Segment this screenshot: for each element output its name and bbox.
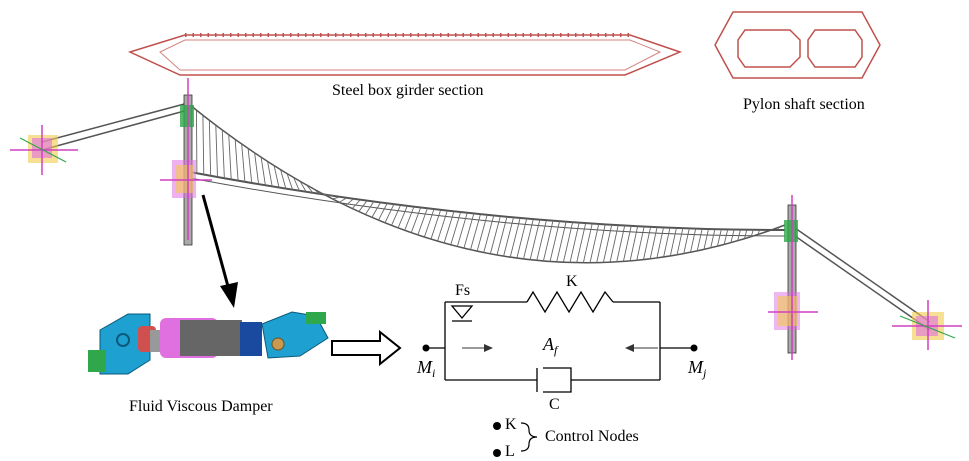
- hanger: [398, 206, 407, 228]
- hanger: [248, 149, 252, 184]
- hanger: [411, 208, 420, 233]
- bridge-hangers: [196, 110, 778, 263]
- mechanical-model: [428, 292, 692, 392]
- hanger: [711, 229, 715, 248]
- hanger: [352, 200, 360, 209]
- spring-label: K: [566, 273, 578, 291]
- hanger: [684, 228, 690, 253]
- hanger: [677, 228, 683, 255]
- mi-symbol: Mi: [417, 357, 435, 381]
- hanger: [392, 205, 401, 225]
- hanger: [365, 202, 373, 215]
- control-nodes-label: Control Nodes: [545, 428, 639, 446]
- node-l-label: L: [505, 443, 515, 461]
- girder-section-drawing: [130, 35, 680, 75]
- hanger: [697, 229, 702, 251]
- hanger: [203, 115, 204, 174]
- hanger: [731, 230, 734, 243]
- hanger: [261, 157, 265, 185]
- area-letter: A: [543, 334, 554, 354]
- mj-letter: M: [688, 357, 703, 377]
- hanger: [724, 229, 728, 244]
- pointer-arrow: [203, 195, 238, 308]
- damper-illustration: [88, 312, 328, 374]
- area-subscript: f: [554, 343, 557, 357]
- hanger: [378, 203, 387, 220]
- hanger: [229, 135, 231, 180]
- hanger: [255, 153, 259, 184]
- hanger: [643, 227, 650, 260]
- hanger: [222, 130, 224, 178]
- mj-symbol: Mj: [688, 357, 706, 381]
- hanger: [717, 229, 721, 246]
- hanger: [664, 228, 670, 257]
- hanger: [657, 227, 664, 258]
- hanger: [405, 207, 414, 231]
- hanger: [339, 198, 347, 202]
- hanger: [704, 229, 709, 249]
- hanger: [690, 229, 695, 253]
- hanger: [637, 227, 644, 261]
- damper-label: Fluid Viscous Damper: [129, 398, 273, 416]
- node-mj: [691, 345, 698, 352]
- hollow-arrow: [332, 332, 400, 364]
- mi-subscript: i: [432, 366, 435, 380]
- girder-section-label: Steel box girder section: [332, 82, 484, 100]
- hanger: [385, 204, 394, 223]
- bridge-model: [10, 78, 962, 360]
- pylon-section-label: Pylon shaft section: [743, 96, 865, 114]
- area-symbol: Af: [543, 334, 557, 358]
- hanger: [372, 202, 381, 217]
- hanger: [209, 120, 210, 176]
- node-k-label: K: [505, 416, 517, 434]
- mi-letter: M: [417, 357, 432, 377]
- hanger: [650, 227, 657, 259]
- hanger: [670, 228, 676, 256]
- hanger: [242, 144, 245, 182]
- pylon-section-drawing: [715, 12, 880, 78]
- force-arrows: [462, 344, 658, 352]
- node-mi: [423, 345, 430, 352]
- hanger: [216, 125, 218, 177]
- dashpot-label: C: [549, 396, 560, 414]
- fs-label: Fs: [455, 282, 470, 300]
- mj-subscript: j: [703, 366, 706, 380]
- hanger: [268, 161, 273, 186]
- hanger: [235, 139, 238, 180]
